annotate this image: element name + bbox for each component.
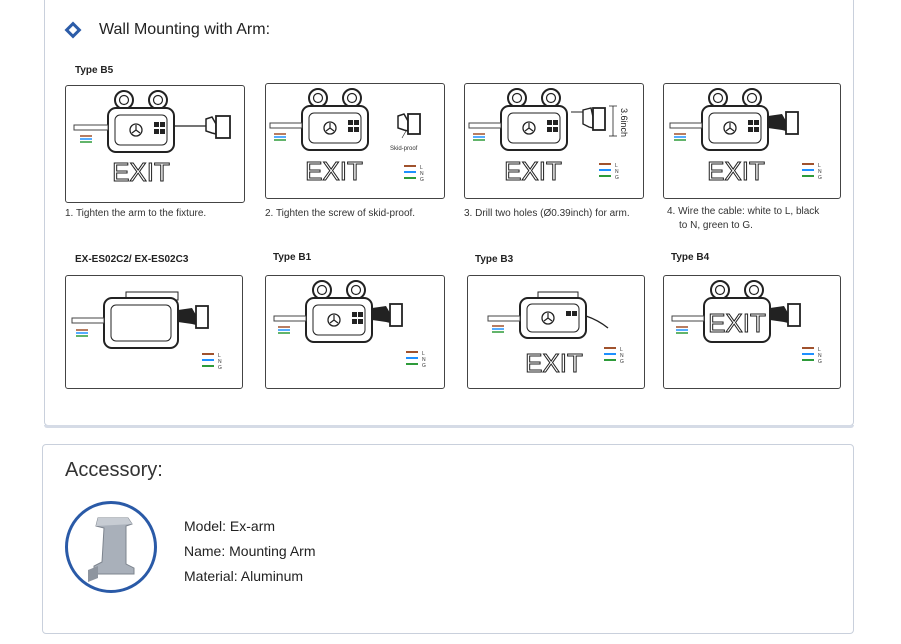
svg-text:G: G xyxy=(422,363,426,369)
accessory-name: Name: Mounting Arm xyxy=(184,543,316,559)
svg-text:G: G xyxy=(620,359,624,365)
svg-text:N: N xyxy=(218,359,222,365)
step-4-caption-line2: to N, green to G. xyxy=(679,220,753,231)
step-1-figure: EXIT xyxy=(65,85,245,203)
exit-sign: EXIT xyxy=(708,308,766,338)
svg-text:N: N xyxy=(420,171,424,177)
step-4-caption: 4. Wire the cable: white to L, black xyxy=(667,206,820,217)
type-b5-label: Type B5 xyxy=(75,65,114,76)
exit-sign: EXIT xyxy=(305,156,363,186)
svg-text:L: L xyxy=(620,347,623,353)
skid-proof-note: Skid-proof xyxy=(390,146,418,152)
svg-text:G: G xyxy=(818,359,822,365)
svg-text:L: L xyxy=(422,351,425,357)
step-2-figure: EXIT Skid-proof L N G xyxy=(265,83,445,199)
svg-text:L: L xyxy=(818,347,821,353)
svg-text:G: G xyxy=(218,365,222,371)
svg-text:L: L xyxy=(615,163,618,169)
ex-es02c2-figure: L N G xyxy=(65,275,243,389)
svg-text:N: N xyxy=(818,353,822,359)
wall-mounting-panel: Wall Mounting with Arm: Type B5 EXIT xyxy=(44,0,854,428)
svg-text:G: G xyxy=(615,175,619,181)
step-3-figure: EXIT 3.6inch L N G xyxy=(464,83,644,199)
type-b4-figure: EXIT L N G xyxy=(663,275,841,389)
diamond-bullet-icon xyxy=(64,21,82,39)
svg-text:N: N xyxy=(620,353,624,359)
accessory-material: Material: Aluminum xyxy=(184,568,304,584)
mounting-arm-icon xyxy=(205,116,217,135)
exit-sign: EXIT xyxy=(504,156,562,186)
step-3-caption: 3. Drill two holes (Ø0.39inch) for arm. xyxy=(464,208,630,219)
fixture-drawing xyxy=(73,90,175,153)
exit-sign: EXIT xyxy=(525,348,583,378)
type-b3-figure: EXIT L N G xyxy=(467,275,645,389)
accessory-model: Model: Ex-arm xyxy=(184,518,276,534)
dimension-label: 3.6inch xyxy=(619,108,629,137)
accessory-panel: Accessory: Model: Ex-arm Name: Mounting … xyxy=(42,444,854,634)
exit-sign: EXIT xyxy=(112,157,170,187)
svg-text:N: N xyxy=(615,169,619,175)
section-header: Wall Mounting with Arm: xyxy=(64,21,271,39)
step-1-caption: 1. Tighten the arm to the fixture. xyxy=(65,208,207,219)
exit-sign: EXIT xyxy=(707,156,765,186)
type-b1-label: Type B1 xyxy=(273,252,312,263)
accessory-title: Accessory: xyxy=(65,459,163,481)
svg-text:L: L xyxy=(218,353,221,359)
section-title: Wall Mounting with Arm: xyxy=(99,21,271,38)
type-b1-figure: L N G xyxy=(265,275,445,389)
type-b3-label: Type B3 xyxy=(475,254,514,265)
ex-es02c2-label: EX-ES02C2/ EX-ES02C3 xyxy=(75,254,189,265)
svg-text:N: N xyxy=(818,169,822,175)
step-2-caption: 2. Tighten the screw of skid-proof. xyxy=(265,208,416,219)
mounting-arm-photo xyxy=(65,501,157,593)
svg-text:G: G xyxy=(420,177,424,183)
step-4-figure: EXIT L N G xyxy=(663,83,841,199)
svg-text:G: G xyxy=(818,175,822,181)
svg-text:L: L xyxy=(420,165,423,171)
accessory-details: Model: Ex-arm Name: Mounting Arm Materia… xyxy=(184,514,316,589)
type-b4-label: Type B4 xyxy=(671,252,710,263)
svg-text:L: L xyxy=(818,163,821,169)
svg-text:N: N xyxy=(422,357,426,363)
